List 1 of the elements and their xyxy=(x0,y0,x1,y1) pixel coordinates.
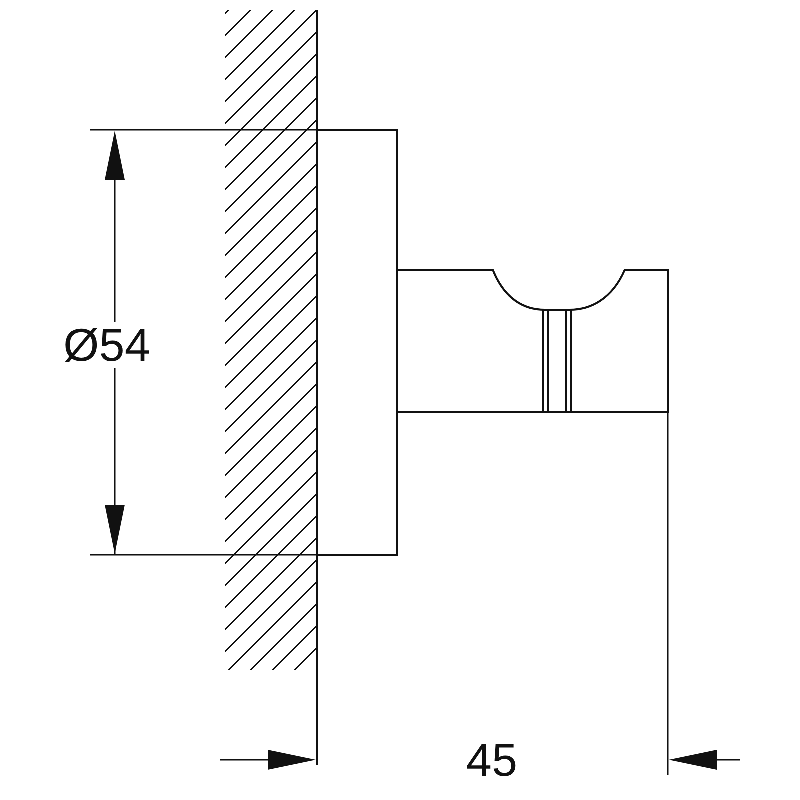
dimension-label: Ø54 xyxy=(64,322,150,368)
